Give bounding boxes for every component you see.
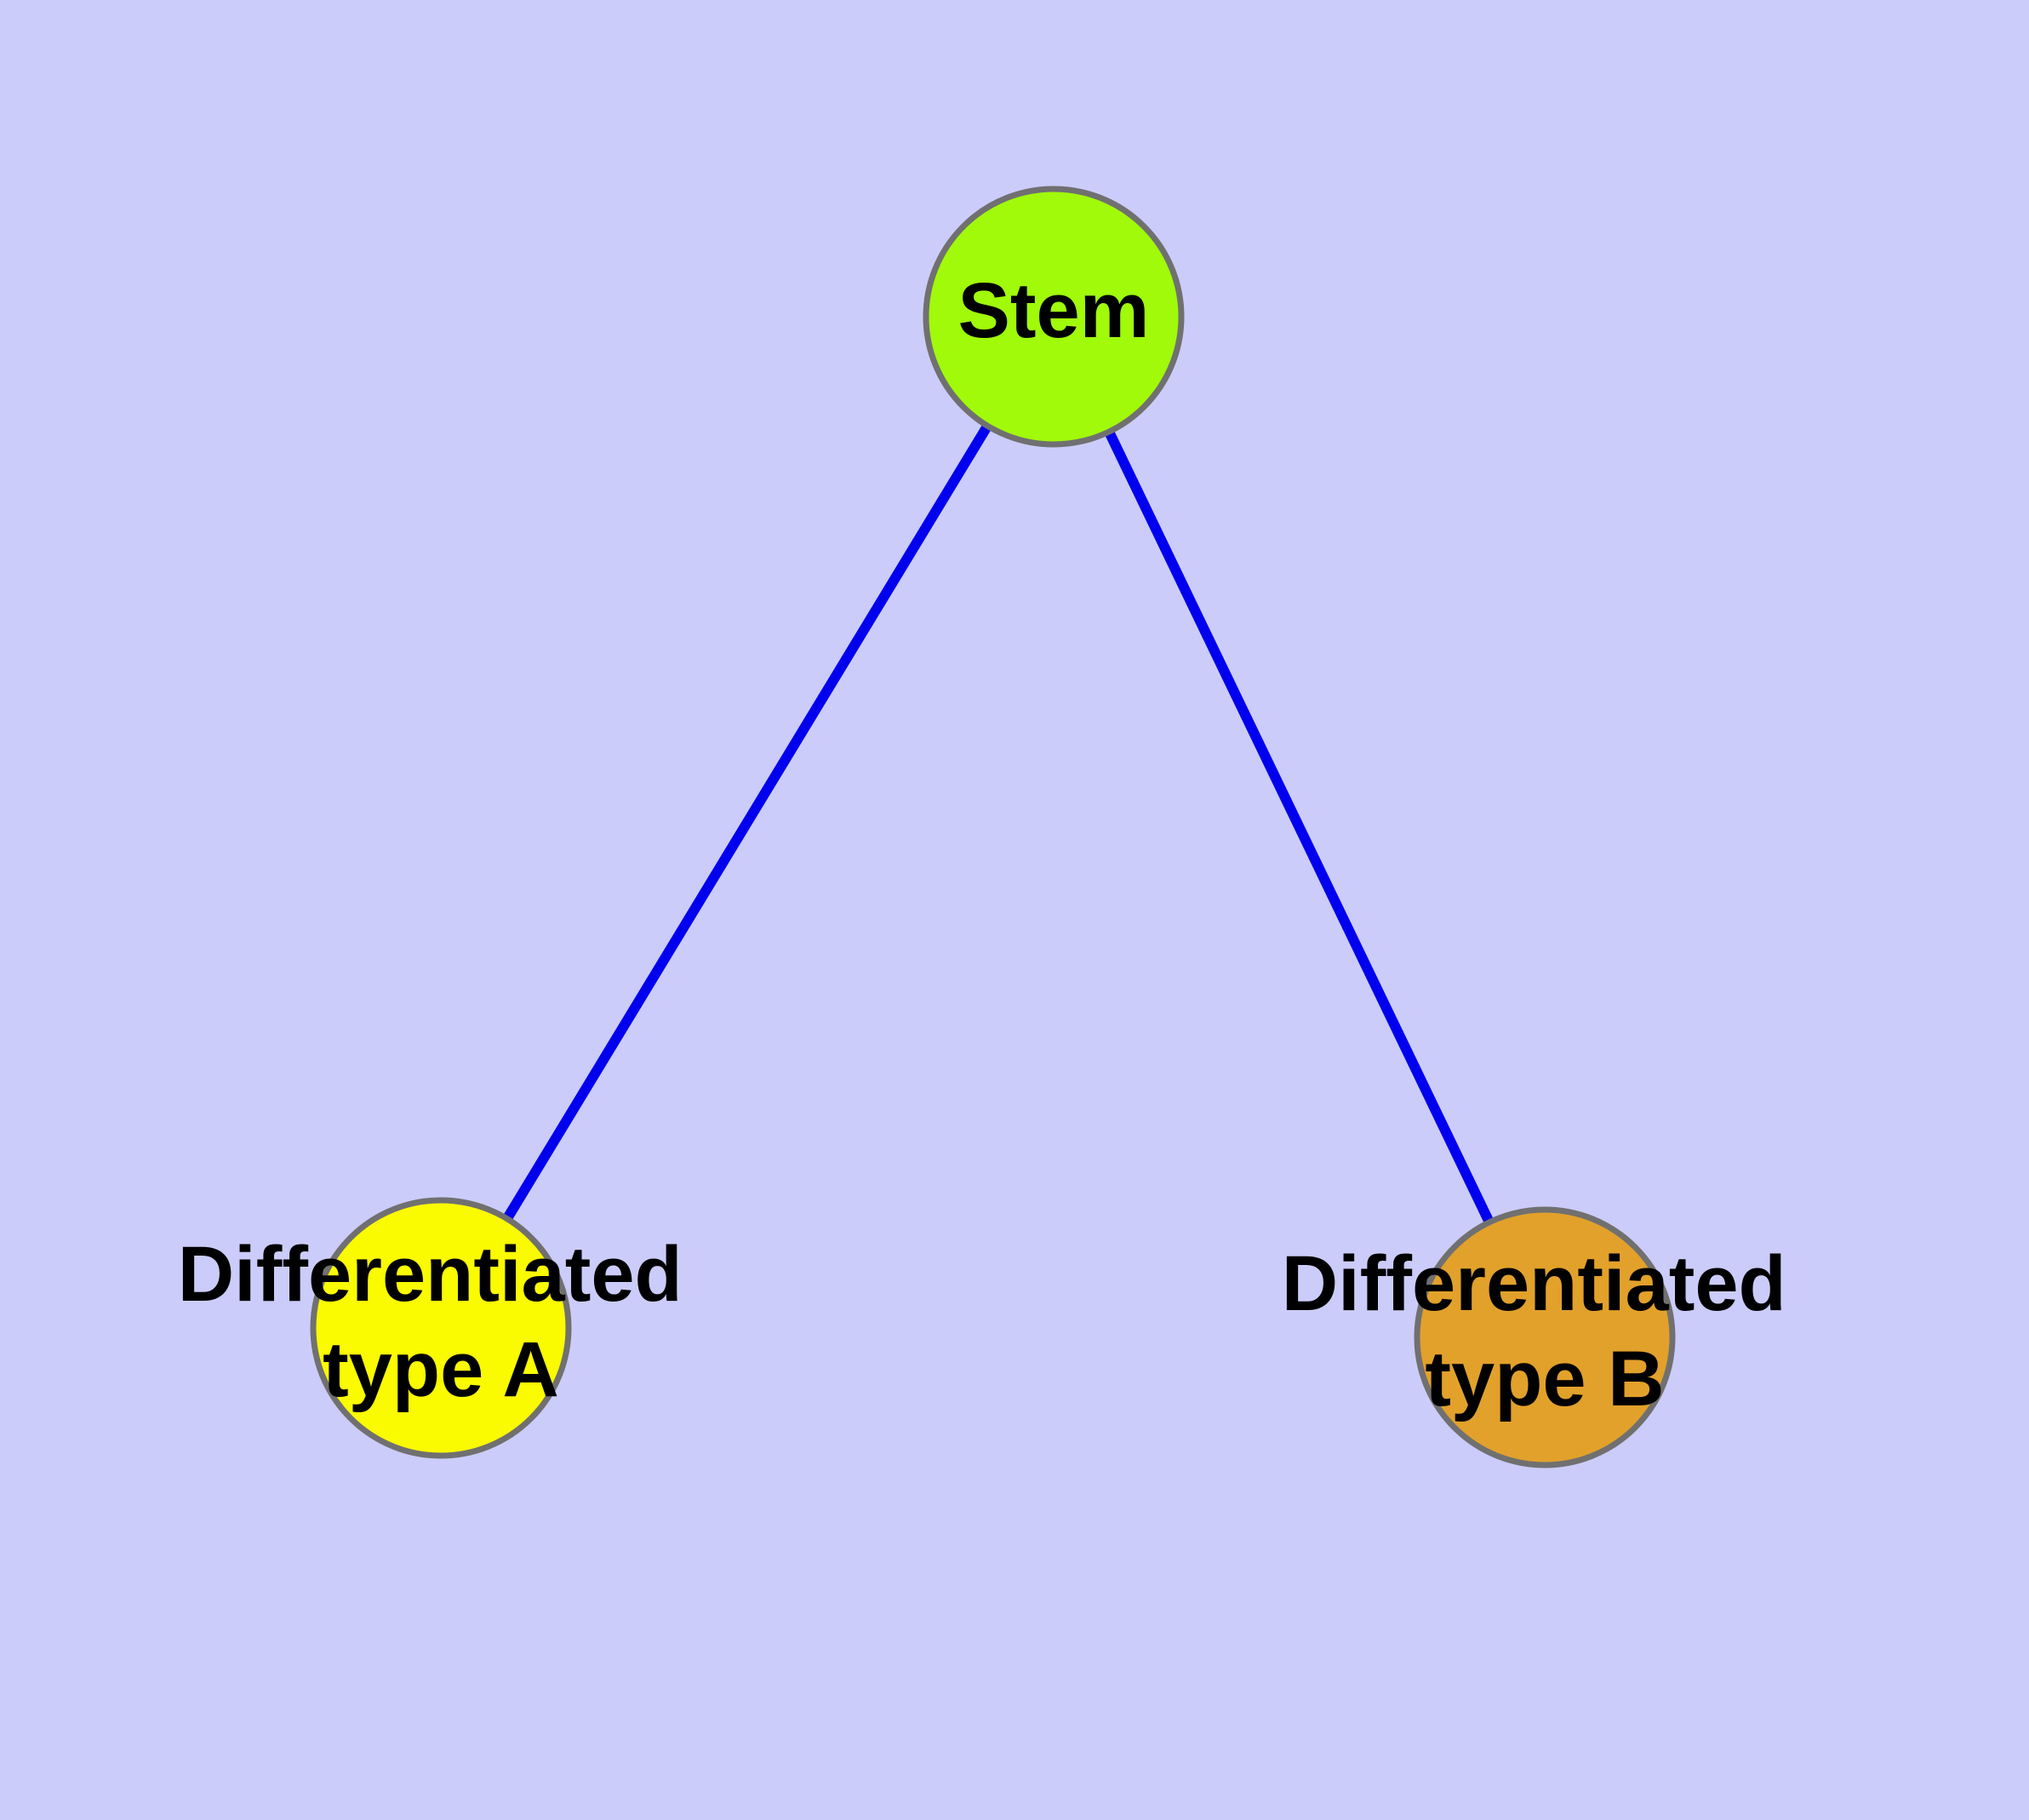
nodes-group: Stem Differentiated type A Differentiate… <box>178 186 1809 1468</box>
edge-stem-to-differentiated-type-a[interactable] <box>503 424 992 1221</box>
node-stem-label: Stem <box>958 267 1150 354</box>
node-differentiated-type-b-label-line-1: Differentiated <box>1282 1240 1786 1327</box>
node-differentiated-type-a[interactable]: Differentiated type A <box>178 1197 705 1459</box>
node-differentiated-type-b-label: Differentiated type B <box>1282 1240 1809 1422</box>
node-differentiated-type-a-label-line-2: type A <box>323 1326 559 1413</box>
edge-stem-to-differentiated-type-b[interactable] <box>1105 431 1494 1223</box>
node-differentiated-type-b-label-line-2: type B <box>1425 1336 1664 1422</box>
node-differentiated-type-b-circle[interactable] <box>1414 1206 1676 1468</box>
node-stem-label-line-1: Stem <box>958 267 1150 354</box>
node-differentiated-type-a-label: Differentiated type A <box>178 1231 705 1413</box>
edges-group <box>503 424 1494 1223</box>
node-stem[interactable]: Stem <box>923 186 1185 448</box>
node-differentiated-type-a-label-line-1: Differentiated <box>178 1231 683 1318</box>
node-differentiated-type-b[interactable]: Differentiated type B <box>1282 1206 1809 1468</box>
node-differentiated-type-a-circle[interactable] <box>310 1197 572 1459</box>
node-stem-circle[interactable] <box>923 186 1185 448</box>
